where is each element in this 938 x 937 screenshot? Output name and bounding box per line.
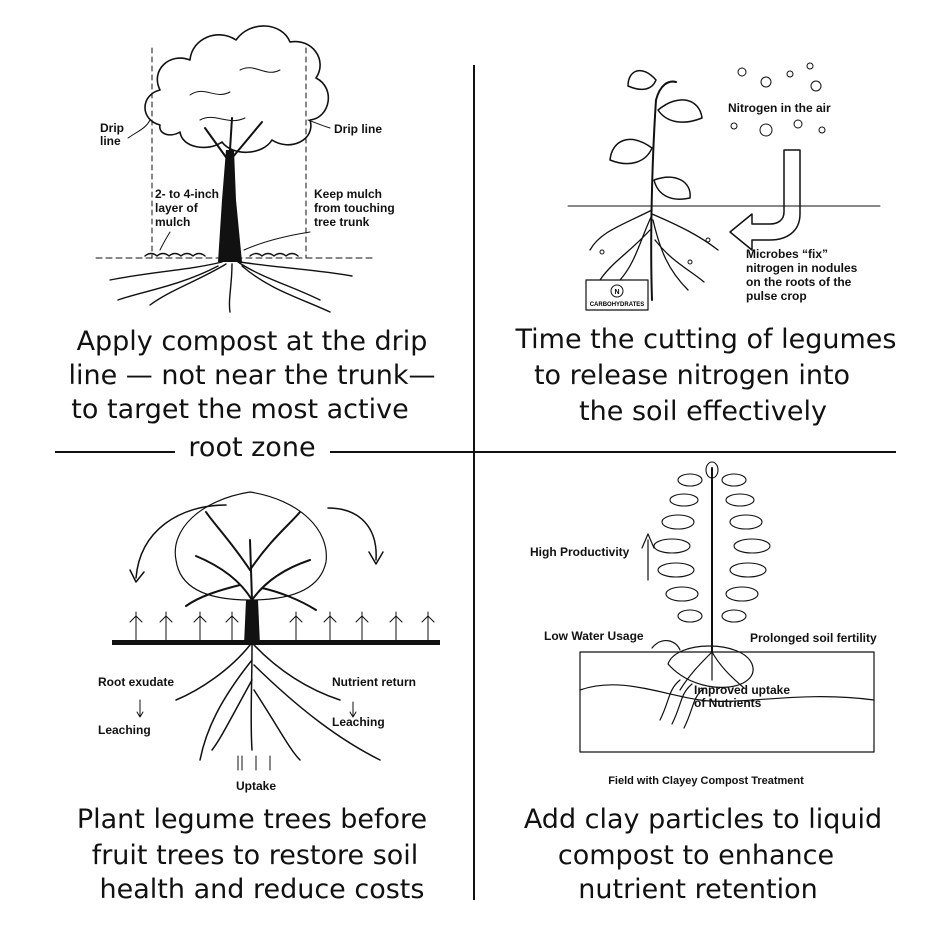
tree-drip-line-illustration xyxy=(95,25,373,313)
label-nitrogen-in-air: Nitrogen in the air xyxy=(728,101,831,115)
label-leaching-right: Leaching xyxy=(332,715,385,729)
label-mulch-3: mulch xyxy=(155,215,190,229)
label-improved-uptake-2: of Nutrients xyxy=(694,696,762,710)
label-keep-mulch-2: from touching xyxy=(314,201,395,215)
caption-bottom-right-line-2: compost to enhance xyxy=(558,840,834,871)
caption-bottom-left-line-1: Plant legume trees before xyxy=(77,804,427,835)
label-drip-line-left-2: line xyxy=(100,134,121,148)
panel-bottom-right: High Productivity Low Water Usage Prolon… xyxy=(524,461,882,905)
caption-top-left-line-1: Apply compost at the drip xyxy=(77,326,428,357)
clay-compost-illustration xyxy=(579,461,875,753)
caption-top-left-line-2: line — not near the trunk— xyxy=(68,360,435,391)
label-keep-mulch-1: Keep mulch xyxy=(314,187,382,201)
panel-top-left: Drip line Drip line 2- to 4-inch layer o… xyxy=(68,25,436,463)
label-uptake: Uptake xyxy=(236,779,276,793)
legume-tree-illustration xyxy=(112,491,440,771)
caption-top-left-line-3: to target the most active xyxy=(71,394,408,425)
label-microbes-1: Microbes “fix” xyxy=(746,247,828,261)
label-microbes-4: pulse crop xyxy=(746,289,807,303)
caption-top-left-line-4: root zone xyxy=(188,432,315,463)
label-microbes-3: on the roots of the xyxy=(746,275,852,289)
caption-bottom-right-line-3: nutrient retention xyxy=(578,874,817,905)
label-root-exudate: Root exudate xyxy=(98,675,174,689)
dividers xyxy=(55,65,896,900)
panel-top-right: N CARBOHYDRATES Nitrogen in the air Micr… xyxy=(515,62,897,427)
caption-top-right-line-1: Time the cutting of legumes xyxy=(515,324,897,355)
label-high-productivity: High Productivity xyxy=(530,545,630,559)
label-field-treatment: Field with Clayey Compost Treatment xyxy=(608,775,804,787)
nitrogen-molecules xyxy=(730,62,826,137)
caption-bottom-right-line-1: Add clay particles to liquid xyxy=(524,804,882,835)
legume-plant-illustration: N CARBOHYDRATES xyxy=(567,62,881,311)
label-improved-uptake-1: Improved uptake xyxy=(694,683,790,697)
label-leaching-left: Leaching xyxy=(98,723,151,737)
label-drip-line-left-1: Drip xyxy=(100,121,124,135)
label-drip-line-right: Drip line xyxy=(334,122,382,136)
label-carbohydrates: CARBOHYDRATES xyxy=(590,302,645,308)
caption-top-right-line-2: to release nitrogen into xyxy=(534,360,850,391)
n-symbol: N xyxy=(614,289,619,296)
label-nutrient-return: Nutrient return xyxy=(332,675,416,689)
label-mulch-2: layer of xyxy=(155,201,199,215)
label-mulch-1: 2- to 4-inch xyxy=(155,187,219,201)
caption-top-right-line-3: the soil effectively xyxy=(579,396,827,427)
label-prolonged-soil-fertility: Prolonged soil fertility xyxy=(750,631,877,645)
panel-bottom-left: Root exudate Nutrient return Leaching Le… xyxy=(77,491,440,905)
caption-bottom-left-line-2: fruit trees to restore soil xyxy=(92,840,419,871)
label-keep-mulch-3: tree trunk xyxy=(314,215,370,229)
caption-bottom-left-line-3: health and reduce costs xyxy=(100,874,425,905)
label-low-water-usage: Low Water Usage xyxy=(544,629,644,643)
label-microbes-2: nitrogen in nodules xyxy=(746,261,858,275)
